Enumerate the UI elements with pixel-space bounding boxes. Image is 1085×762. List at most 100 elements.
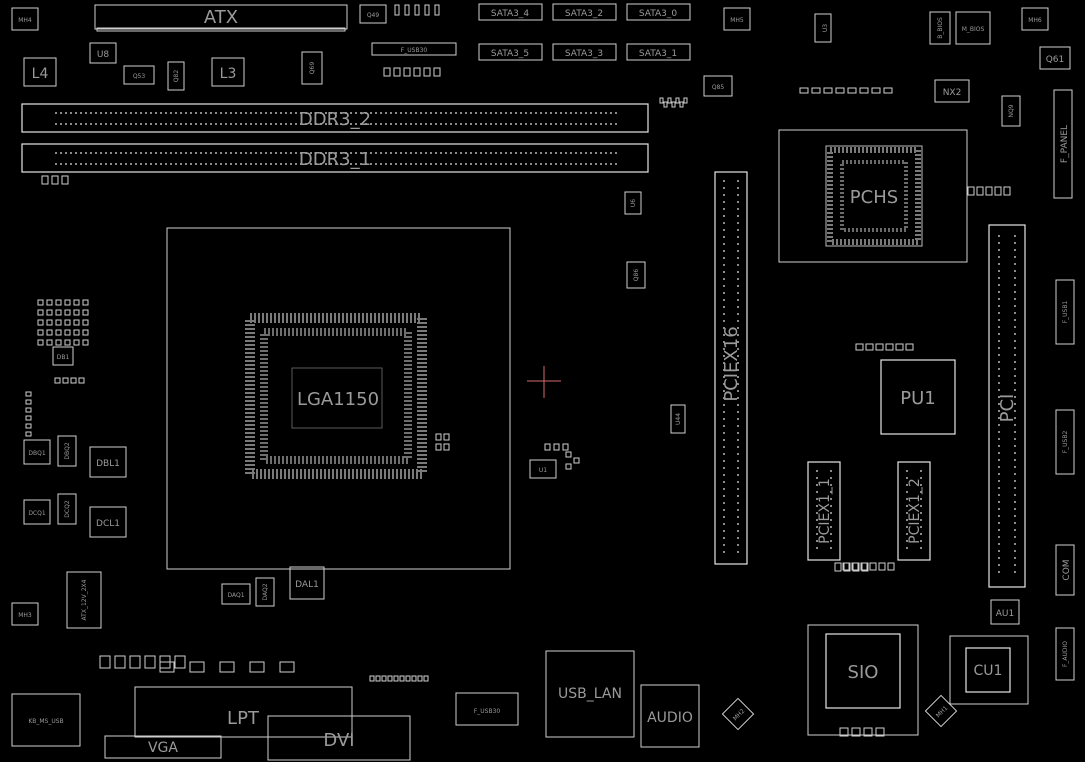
smd-pad — [37, 319, 44, 326]
pu1-label: PU1 — [900, 388, 935, 409]
smd-pad — [985, 186, 993, 196]
dal1-inductor: DAL1 — [289, 566, 325, 600]
dcl1-label: DCL1 — [96, 519, 120, 529]
smd-pad — [369, 675, 375, 682]
smd-pad — [37, 299, 44, 306]
smd-pad — [679, 101, 684, 108]
smd-pad — [64, 329, 71, 336]
smd-pad — [659, 97, 664, 104]
f-audio-label: F_AUDIO — [1062, 641, 1069, 667]
smd-pad — [25, 407, 32, 413]
pci-label: PCI — [997, 394, 1018, 423]
smd-pad — [967, 186, 975, 196]
smd-pad — [847, 87, 857, 94]
pciex1-2-label: PCIEX1_2 — [907, 478, 923, 544]
smd-pad — [1003, 186, 1011, 196]
pch-chipset: PCHS — [778, 129, 968, 263]
smd-pad — [667, 97, 672, 104]
dal1-label: DAL1 — [295, 580, 319, 590]
u44-chip: U44 — [670, 404, 686, 434]
dcl1-inductor: DCL1 — [89, 506, 127, 538]
smd-pad — [159, 661, 175, 673]
dvi-label: DVI — [323, 730, 354, 751]
smd-pad — [55, 329, 62, 336]
smd-pad — [25, 399, 32, 405]
smd-pad — [73, 339, 80, 346]
mh5-label: MH5 — [730, 17, 744, 24]
mounting-hole-mh5: MH5 — [723, 7, 751, 31]
dcq1-mosfet: DCQ1 — [23, 499, 51, 525]
bios-chips: B_BIOS M_BIOS — [929, 11, 991, 45]
daq1-mosfet: DAQ1 — [221, 583, 251, 605]
smd-pad — [174, 655, 186, 669]
usb-lan-port: USB_LAN — [545, 650, 635, 738]
sata1-label: SATA3_1 — [639, 49, 677, 59]
mounting-hole-mh1: MH1 — [924, 694, 958, 728]
mh6-label: MH6 — [1028, 17, 1042, 24]
pciex16-slot: PCIEX16 — [714, 171, 748, 565]
smd-pad — [64, 299, 71, 306]
smd-pad — [114, 655, 126, 669]
smd-pad — [799, 87, 809, 94]
cpu-socket-lga1150: LGA1150 — [166, 227, 511, 570]
smd-pad — [82, 339, 89, 346]
smd-pad — [851, 727, 861, 737]
smd-pad — [443, 433, 450, 441]
sata-connectors: SATA3_4 SATA3_2 SATA3_0 SATA3_5 SATA3_3 … — [478, 3, 691, 61]
smd-pad — [383, 67, 391, 77]
smd-pad — [811, 87, 821, 94]
daq1-label: DAQ1 — [227, 592, 244, 599]
smd-pad — [855, 343, 864, 351]
smd-pad — [25, 391, 32, 397]
pu1-chip: PU1 — [880, 359, 956, 435]
mh2-label: MH2 — [732, 708, 747, 723]
com-header: COM — [1055, 544, 1075, 596]
smd-pad — [54, 377, 61, 384]
smd-pad — [883, 87, 893, 94]
dcq1-label: DCQ1 — [28, 510, 46, 517]
f-usb2-header: F_USB2 — [1055, 409, 1075, 475]
atx-12v-label: ATX_12V_2X4 — [81, 579, 88, 620]
f-usb30-header-top: F_USB30 — [371, 42, 457, 56]
smd-pad — [435, 443, 442, 451]
smd-pad — [37, 339, 44, 346]
atx-connector: ATX — [94, 4, 348, 32]
smd-pad — [55, 319, 62, 326]
q82-transistor: Q82 — [167, 61, 185, 91]
smd-pad — [25, 415, 32, 421]
cu1-chip: CU1 — [949, 635, 1029, 705]
smd-pad — [565, 463, 572, 470]
smd-pad — [279, 661, 295, 673]
mounting-hole-mh2: MH2 — [721, 697, 755, 731]
smd-pad — [423, 675, 429, 682]
u3-chip: U3 — [814, 13, 832, 43]
smd-pads — [25, 4, 1011, 737]
smd-pad — [249, 661, 265, 673]
kb-ms-usb-label: KB_MS_USB — [28, 718, 63, 725]
sio-chip: SIO — [807, 624, 919, 736]
smd-pad — [435, 433, 442, 441]
smd-pad — [671, 101, 676, 108]
u6-label: U6 — [630, 199, 637, 207]
smd-pad — [64, 309, 71, 316]
smd-pad — [82, 329, 89, 336]
smd-pad — [443, 443, 450, 451]
pciex1-1-slot: PCIEX1_1 — [807, 461, 841, 561]
vga-label: VGA — [148, 740, 178, 756]
smd-pad — [64, 339, 71, 346]
mh1-label: MH1 — [935, 705, 950, 720]
smd-pad — [544, 443, 551, 451]
db1-label: DB1 — [57, 354, 70, 361]
smd-pad — [37, 329, 44, 336]
u3-label: U3 — [822, 24, 829, 32]
smd-pad — [405, 675, 411, 682]
smd-pad — [219, 661, 235, 673]
vga-port: VGA — [104, 735, 222, 759]
smd-pad — [878, 562, 886, 571]
sata0-label: SATA3_0 — [639, 9, 678, 19]
db1-chip: DB1 — [52, 346, 74, 366]
smd-pad — [78, 377, 85, 384]
smd-pad — [55, 339, 62, 346]
smd-pad — [434, 4, 440, 16]
pchs-label: PCHS — [850, 187, 898, 208]
